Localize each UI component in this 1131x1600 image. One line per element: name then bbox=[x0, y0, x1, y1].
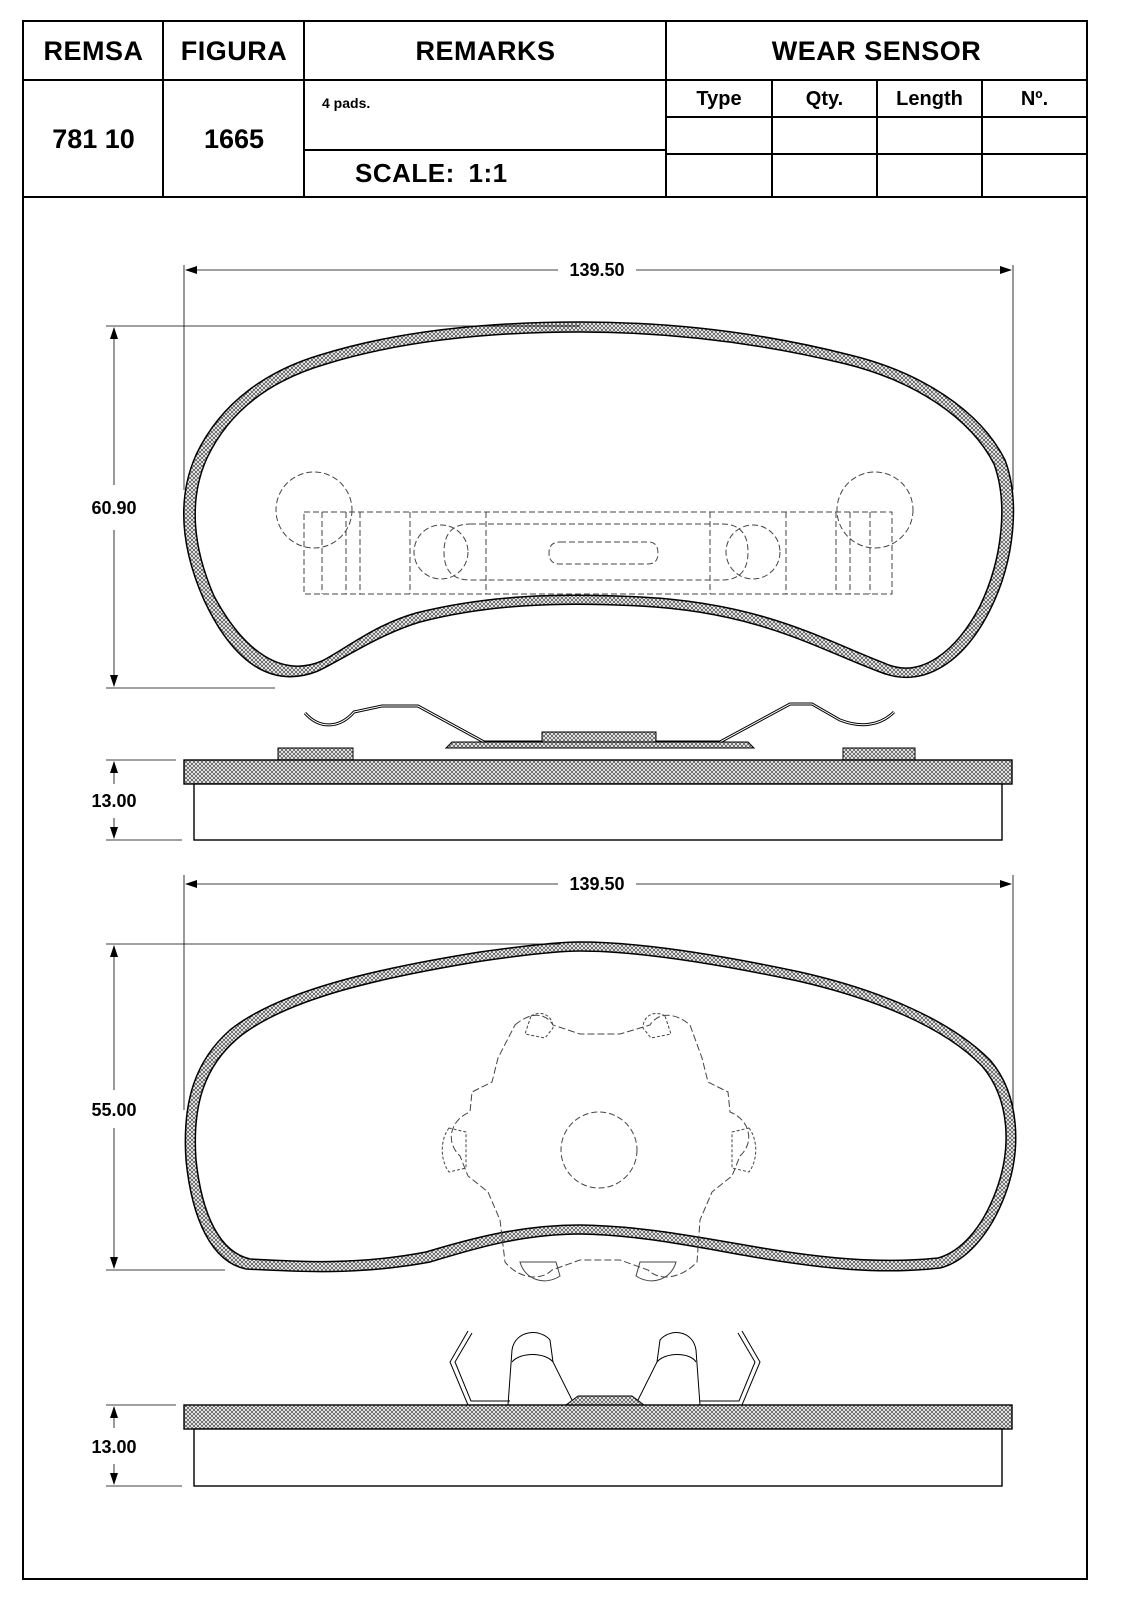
bottom-pad-side-view: 13.00 bbox=[91, 1330, 1013, 1487]
top-friction-block bbox=[193, 783, 1003, 841]
sensor-col-length: Length bbox=[896, 87, 963, 110]
top-pad-outline bbox=[183, 321, 1015, 678]
bottom-piston-clip bbox=[449, 1330, 761, 1406]
bottom-thickness-dimension: 13.00 bbox=[91, 1437, 136, 1457]
bottom-friction-block bbox=[193, 1428, 1003, 1487]
scale-label: SCALE: bbox=[355, 158, 455, 188]
top-width-dimension: 139.50 bbox=[569, 260, 624, 280]
sensor-col-type: Type bbox=[696, 87, 742, 110]
drawing-sheet: REMSA FIGURA REMARKS WEAR SENSOR 781 10 … bbox=[22, 20, 1088, 1580]
remsa-value: 781 10 bbox=[52, 123, 135, 154]
remsa-header: REMSA bbox=[43, 35, 144, 66]
bottom-backing-plate bbox=[183, 1404, 1013, 1430]
top-thickness-dimension: 13.00 bbox=[91, 791, 136, 811]
top-backing-plate bbox=[183, 759, 1013, 785]
sensor-col-number: Nº. bbox=[1020, 87, 1049, 110]
top-height-dimension: 60.90 bbox=[91, 498, 136, 518]
figura-header: FIGURA bbox=[180, 35, 288, 66]
remarks-header: REMARKS bbox=[415, 35, 556, 66]
wear-sensor-header: WEAR SENSOR bbox=[771, 35, 982, 66]
scale-value: 1:1 bbox=[468, 158, 508, 188]
figura-value: 1665 bbox=[203, 123, 265, 154]
remarks-text: 4 pads. bbox=[322, 95, 371, 111]
bottom-pad-outline bbox=[184, 941, 1017, 1273]
scale-text: SCALE: 1:1 bbox=[355, 158, 508, 189]
bottom-width-dimension: 139.50 bbox=[569, 874, 624, 894]
sensor-col-qty: Qty. bbox=[805, 87, 844, 110]
top-pad-side-view: 13.00 bbox=[91, 702, 1013, 841]
title-block: REMSA FIGURA REMARKS WEAR SENSOR 781 10 … bbox=[24, 22, 1086, 198]
bottom-pad-front-view: 139.50 55.00 bbox=[91, 874, 1017, 1282]
top-pad-front-view: 139.50 60.90 bbox=[91, 260, 1015, 689]
bottom-height-dimension: 55.00 bbox=[91, 1100, 136, 1120]
